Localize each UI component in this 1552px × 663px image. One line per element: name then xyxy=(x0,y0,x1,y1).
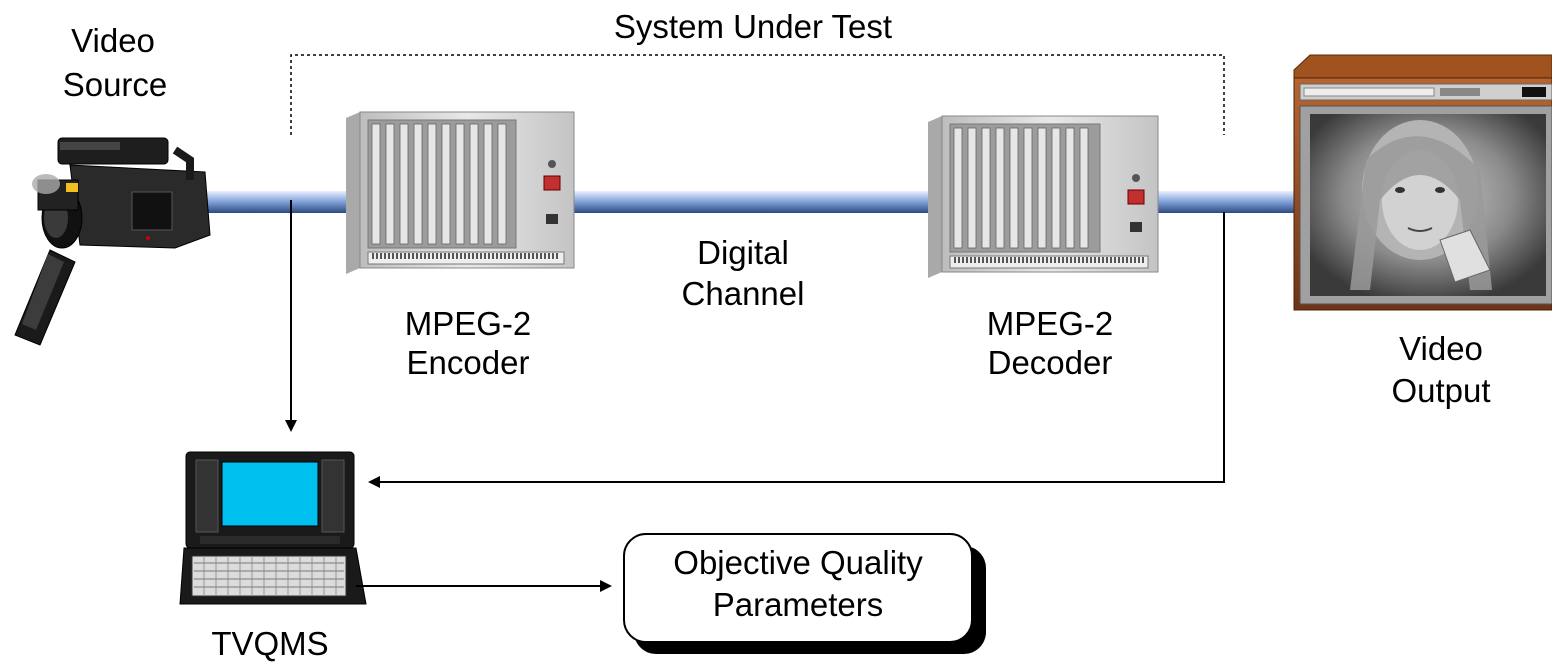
video-source-label-line1: Video xyxy=(71,22,155,59)
video-source-label-line2: Source xyxy=(63,66,168,103)
system-under-test-label: System Under Test xyxy=(614,8,892,45)
objective-quality-box xyxy=(623,533,986,654)
objective-quality-label-line2: Parameters xyxy=(713,586,884,623)
encoder-rack-icon xyxy=(346,111,575,274)
channel-label-line1: Digital xyxy=(697,234,789,271)
system-under-test-bracket xyxy=(290,54,1225,135)
tvqms-label: TVQMS xyxy=(211,625,328,662)
decoder-label-line2: Decoder xyxy=(988,344,1113,381)
encoder-label-line1: MPEG-2 xyxy=(405,305,532,342)
video-camera-icon xyxy=(14,137,211,346)
output-to-tvqms-arrow xyxy=(368,212,1225,488)
video-output-label-line1: Video xyxy=(1399,330,1483,367)
encoder-label-line2: Encoder xyxy=(407,344,530,381)
objective-quality-label-line1: Objective Quality xyxy=(673,544,923,581)
decoder-rack-icon xyxy=(928,115,1159,278)
video-output-label-line2: Output xyxy=(1391,372,1490,409)
laptop-icon xyxy=(179,451,367,605)
tv-monitor-icon xyxy=(1293,54,1552,311)
channel-label-line2: Channel xyxy=(682,275,805,312)
decoder-label-line1: MPEG-2 xyxy=(987,305,1114,342)
